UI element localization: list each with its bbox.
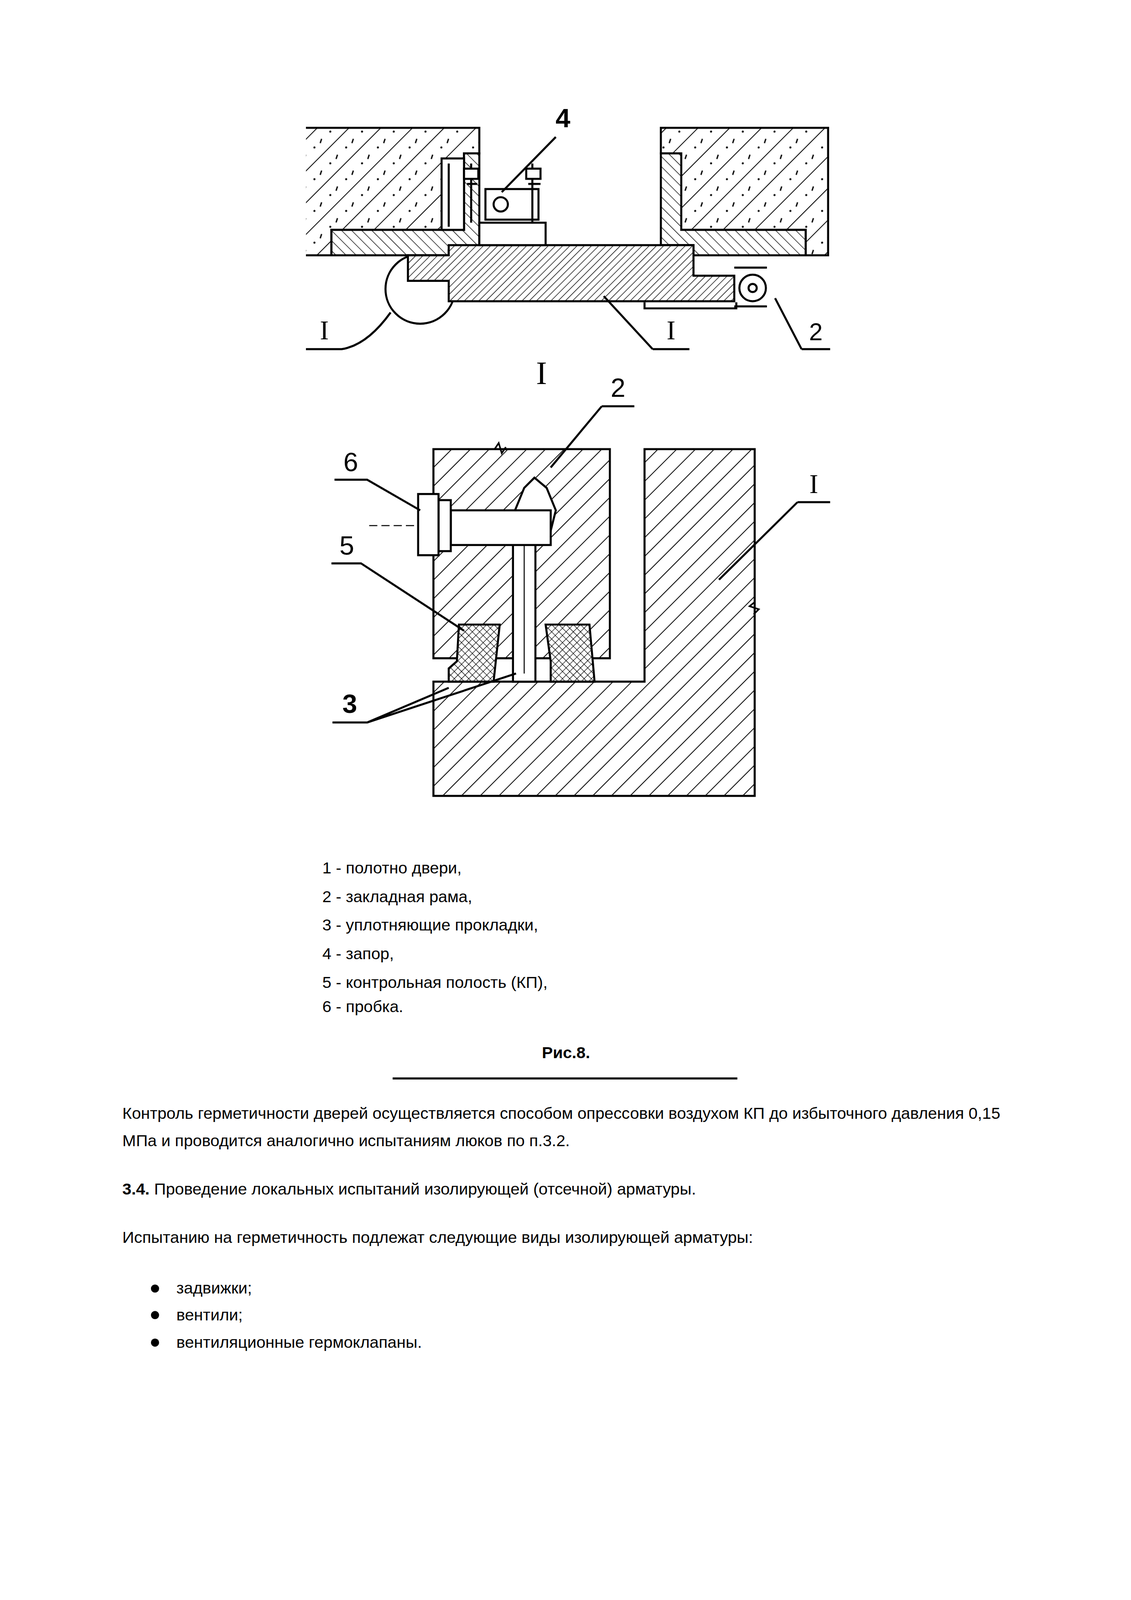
left-wall: [306, 127, 480, 256]
seal: [448, 624, 500, 682]
callout-number: 2: [610, 371, 626, 404]
plug-shaft: [450, 510, 551, 545]
callout-number: 5: [339, 529, 354, 562]
body-paragraph: Контроль герметичности дверей осуществля…: [122, 1099, 1015, 1155]
callout-number: 2: [809, 316, 823, 347]
break-mark: [749, 601, 759, 615]
bullet-dot: [150, 1284, 160, 1293]
axis-line: [369, 524, 417, 526]
leader-line: [719, 502, 831, 580]
leader-line: [334, 479, 421, 511]
lock-nut: [463, 168, 478, 179]
body-text: Испытанию на герметичность подлежат след…: [122, 1227, 753, 1247]
leader-line: [501, 136, 556, 192]
control-channel: [513, 535, 536, 682]
lock-base: [479, 222, 546, 245]
section-heading: Проведение локальных испытаний изолирующ…: [154, 1179, 696, 1199]
lock-body: [485, 188, 539, 220]
list-item: задвижки;: [176, 1278, 253, 1298]
callout-number: I: [809, 468, 819, 501]
legend-line: 1 - полотно двери,: [322, 858, 462, 878]
lock-mount-line: [447, 163, 450, 228]
plug-collar: [438, 500, 452, 552]
hinge-pin: [748, 283, 757, 292]
bullet-dot: [150, 1338, 160, 1347]
callout-number: 6: [343, 446, 358, 478]
leader-line: [775, 298, 831, 350]
detail-section: [331, 406, 831, 796]
door-strip: [644, 302, 737, 309]
door-section: [306, 127, 831, 349]
legend-line: 5 - контрольная полость (КП),: [322, 972, 548, 992]
list-item: вентиляционные гермоклапаны.: [176, 1332, 422, 1352]
break-mark: [494, 442, 507, 453]
legend-line: 6 - пробка.: [322, 996, 404, 1017]
lock-nut: [526, 168, 541, 179]
leader-line: [603, 295, 690, 349]
leader-line: [306, 312, 391, 350]
left-frame: [331, 153, 480, 256]
leader-line: [550, 406, 635, 468]
plug-head: [418, 493, 439, 556]
list-item: вентили;: [176, 1304, 243, 1325]
caption-rule: [392, 1077, 738, 1080]
callout-number: 4: [555, 102, 571, 135]
callout-number: I: [666, 314, 676, 347]
hinge-bracket: [734, 267, 768, 307]
seal: [545, 624, 595, 682]
leader-line: [332, 673, 517, 723]
figure-caption: Рис.8.: [541, 1042, 591, 1063]
legend-line: 2 - закладная рама,: [322, 886, 473, 907]
right-wall: [660, 127, 829, 256]
detail-heading: I: [536, 353, 548, 394]
lock-mount: [441, 158, 464, 230]
legend-line: 4 - запор,: [322, 943, 395, 964]
hinge: [739, 274, 766, 301]
legend-line: 3 - уплотняющие прокладки,: [322, 915, 539, 935]
callout-number: I: [319, 314, 329, 347]
door-block: [433, 449, 755, 796]
right-frame: [660, 153, 806, 256]
callout-number: 3: [342, 687, 358, 720]
channel-axis: [523, 540, 525, 674]
door-leaf: [407, 244, 735, 301]
section-number: 3.4.: [122, 1179, 150, 1199]
bullet-dot: [150, 1310, 160, 1319]
lock-axle: [493, 197, 508, 212]
leader-line: [331, 563, 465, 631]
